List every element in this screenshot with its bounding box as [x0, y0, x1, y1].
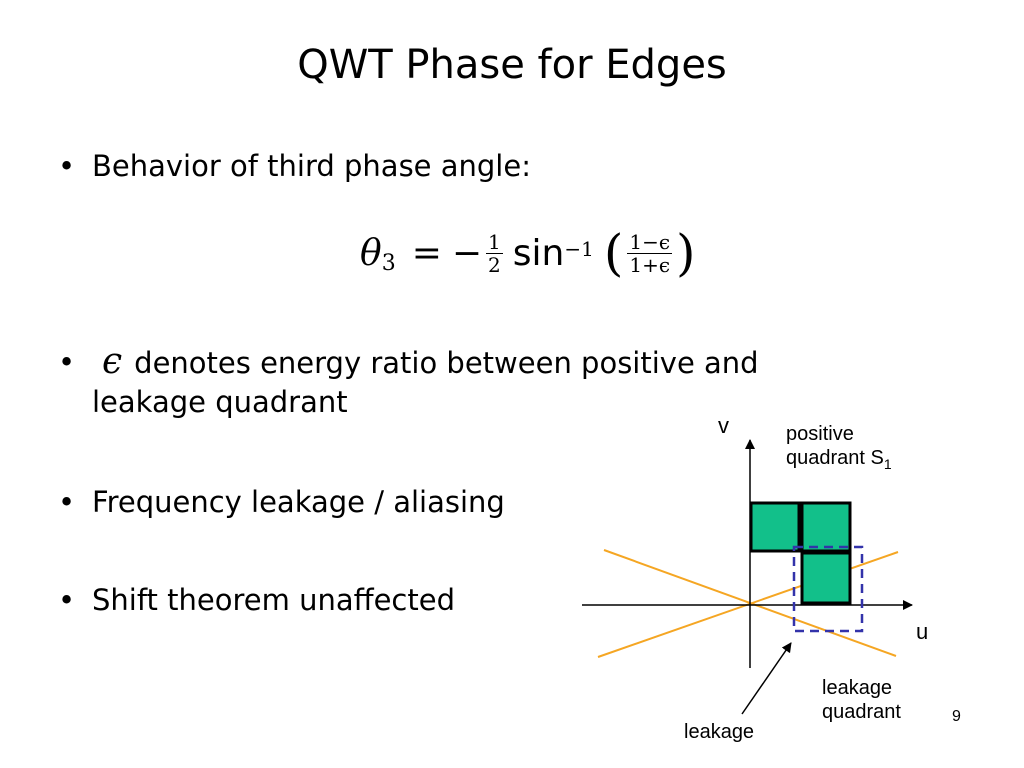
positive-label-line2-wrap: quadrant S1	[786, 446, 892, 476]
bullet-text-line2: leakage quadrant	[92, 385, 348, 419]
epsilon-symbol: ϵ	[102, 341, 123, 382]
positive-quadrant-label: positive quadrant S1	[786, 422, 892, 476]
page-number: 9	[952, 708, 961, 725]
formula-half-denominator: 2	[488, 252, 501, 277]
formula-theta: θ	[360, 232, 382, 274]
green-square-top	[800, 501, 852, 553]
positive-label-line2: quadrant S	[786, 447, 884, 469]
bullet-text: Behavior of third phase angle:	[92, 149, 531, 183]
leakage-arrow	[741, 642, 792, 715]
bullet-text-wrap: ϵ denotes energy ratio between positive a…	[92, 342, 759, 383]
formula-sin: sin	[512, 232, 565, 274]
formula-epsilon-numerator: 1−ϵ	[627, 229, 673, 254]
positive-label-line1: positive	[786, 423, 854, 445]
green-square-left	[749, 501, 801, 553]
leakage-label: leakage	[684, 721, 755, 743]
bullet-dot: •	[58, 345, 76, 379]
formula-half-fraction: 1 2	[486, 231, 503, 276]
leakage-quadrant-line2: quadrant	[822, 701, 901, 723]
leakage-quadrant-label: leakage quadrant	[822, 676, 901, 724]
slide-title: QWT Phase for Edges	[297, 42, 727, 88]
formula-left-paren: (	[603, 224, 624, 282]
bullet-dot: •	[58, 485, 76, 519]
bullet-dot: •	[58, 583, 76, 617]
bullet-dot: •	[58, 149, 76, 183]
bullet-text: denotes energy ratio between positive an…	[134, 346, 759, 380]
leakage-dashed-box	[792, 545, 864, 633]
formula-inverse-superscript: −1	[564, 237, 594, 261]
formula-epsilon-fraction: 1−ϵ 1+ϵ	[627, 229, 673, 277]
positive-label-subscript: 1	[883, 456, 892, 472]
formula-minus: −	[451, 232, 483, 274]
theta3-formula: θ 3 = − 1 2 sin −1 ( 1−ϵ 1+ϵ )	[360, 218, 696, 288]
u-axis-label: u	[916, 619, 929, 644]
formula-epsilon-denominator: 1+ϵ	[629, 252, 671, 277]
green-square-bottom	[800, 551, 852, 605]
bullet-text: Frequency leakage / aliasing	[92, 485, 505, 519]
formula-theta-subscript: 3	[381, 250, 396, 276]
formula-half-numerator: 1	[486, 229, 503, 254]
v-axis-label: v	[718, 413, 729, 438]
formula-equals: =	[411, 232, 442, 274]
bullet-text: Shift theorem unaffected	[92, 583, 455, 617]
leakage-quadrant-line1: leakage	[822, 677, 893, 699]
formula-right-paren: )	[676, 224, 696, 282]
